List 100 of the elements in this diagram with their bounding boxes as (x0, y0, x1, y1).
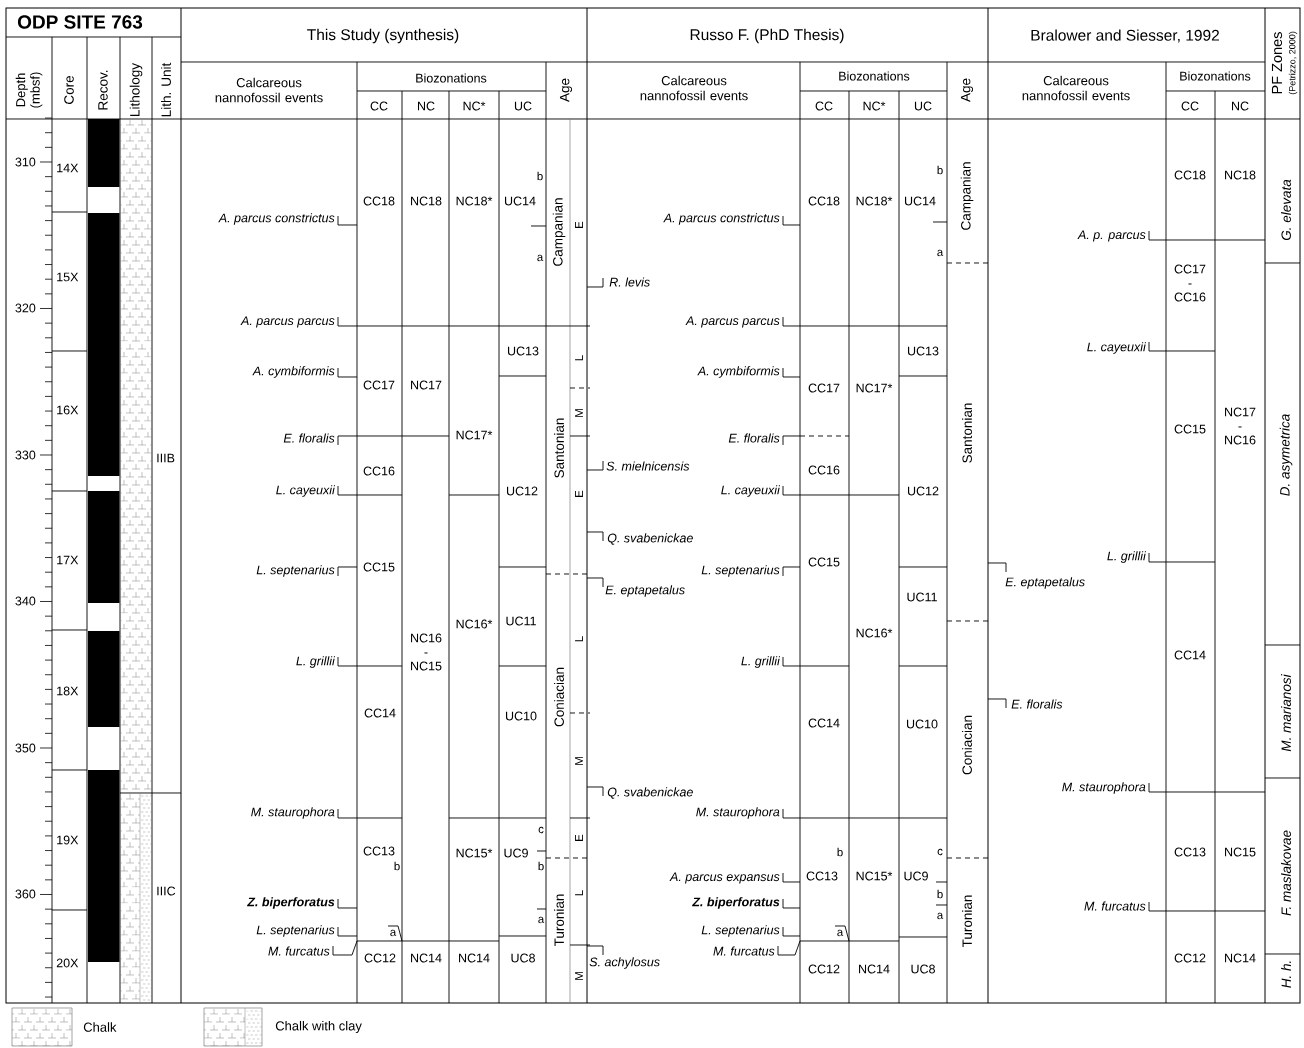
zone-label: CC17 - CC16 (1174, 264, 1206, 302)
event-name: Z. biperforatus (692, 897, 780, 909)
zone-label: CC18 (1174, 170, 1206, 180)
stage-label: Coniacian (554, 667, 564, 727)
column-header: Calcareous nannofossil events (640, 75, 748, 101)
core-label: 15X (57, 272, 79, 282)
column-header: NC (1232, 101, 1249, 111)
stage-label: Turonian (962, 895, 972, 948)
section-title: Bralower and Siesser, 1992 (1031, 29, 1219, 43)
zone-label: UC14 (505, 196, 536, 206)
column-header: Calcareous nannofossil events (1022, 75, 1130, 101)
event-name: A. p. parcus (1077, 230, 1146, 242)
event-name: A. parcus constrictus (663, 213, 780, 225)
zone-label: NC14 (411, 953, 442, 963)
column-header: CC (815, 101, 833, 111)
zone-label: UC10 (907, 719, 938, 729)
event-name: L. septenarius (256, 565, 335, 577)
stage-label: Santonian (554, 418, 564, 478)
event-name: E. floralis (1011, 699, 1063, 709)
core-label: 18X (57, 686, 79, 696)
zone-label: NC16 - NC15 (411, 633, 442, 671)
zone-label: NC18* (456, 196, 493, 206)
subzone-letter: a (837, 929, 844, 937)
stage-label: Santonian (962, 403, 972, 463)
event-name: L. cayeuxii (721, 485, 781, 497)
zone-label: CC13 (806, 871, 838, 881)
subzone-letter: c (937, 848, 943, 856)
zone-label: CC13 (363, 846, 395, 856)
zone-label: CC12 (364, 953, 396, 963)
depth-value: 350 (15, 743, 36, 753)
zone-label: NC17 - NC16 (1225, 407, 1256, 445)
zone-label: CC15 (808, 557, 840, 567)
subzone-letter: L (575, 890, 583, 896)
column-header: NC (418, 101, 435, 111)
event-name: A. cymbiformis (252, 366, 335, 378)
zone-label: CC15 (1174, 424, 1206, 434)
zone-label: UC12 (908, 486, 939, 496)
subzone-letter: M (575, 757, 583, 765)
column-header: CC (1181, 101, 1199, 111)
stage-label: Campanian (960, 162, 974, 230)
depth-value: 320 (15, 303, 36, 313)
zone-label: UC9 (904, 871, 928, 881)
column-header: NC* (463, 101, 486, 111)
event-name: E. floralis (728, 433, 780, 443)
site-title: ODP SITE 763 (17, 15, 143, 29)
event-name: A. parcus parcus (685, 316, 780, 328)
event-name: L. grillii (296, 656, 336, 668)
subzone-letter: a (538, 916, 545, 924)
event-name: L. grillii (741, 656, 781, 668)
zone-label: NC18 (411, 196, 442, 206)
column-header: Age (960, 78, 974, 102)
depth-value: 360 (15, 889, 36, 899)
subzone-letter: b (537, 171, 543, 181)
column-header: UC (514, 101, 532, 111)
event-name: L. septenarius (701, 565, 780, 577)
event-name: L. cayeuxii (1087, 342, 1147, 354)
subzone-letter: L (575, 355, 583, 361)
event-name: E. eptapetalus (605, 585, 685, 597)
event-name: M. staurophora (251, 807, 335, 819)
zone-label: NC18 (1225, 170, 1256, 180)
stage-label: Campanian (552, 198, 566, 266)
subzone-letter: a (537, 254, 544, 262)
column-header: CC (370, 101, 388, 111)
event-name: E. floralis (283, 433, 335, 443)
event-name: A. parcus parcus (240, 316, 335, 328)
column-header: NC* (863, 101, 886, 111)
zone-label: UC10 (506, 711, 537, 721)
legend-label: Chalk (83, 1022, 117, 1032)
event-name: Q. svabenickae (607, 533, 693, 545)
zone-label: UC8 (911, 964, 935, 974)
column-header: Depth (mbsf) (15, 72, 43, 108)
subzone-letter: c (538, 826, 544, 834)
pf-zone-label: M. marianosi (1281, 674, 1291, 752)
column-header: Biozonations (1180, 71, 1251, 81)
event-name: Q. svabenickae (607, 787, 693, 799)
subzone-letter: b (837, 847, 843, 857)
column-header: Biozonations (416, 73, 487, 83)
column-header: Lith. Unit (161, 62, 171, 117)
section-title: Russo F. (PhD Thesis) (690, 28, 844, 44)
core-label: 19X (57, 835, 79, 845)
zone-label: CC14 (1174, 650, 1206, 660)
event-name: S. achylosus (589, 957, 660, 969)
zone-label: CC16 (363, 466, 395, 476)
zone-label: NC18* (856, 196, 893, 206)
zone-label: NC17* (456, 430, 493, 440)
event-name: M. staurophora (696, 807, 780, 819)
column-header: Calcareous nannofossil events (215, 77, 323, 103)
event-name: L. cayeuxii (276, 485, 336, 497)
zone-label: CC17 (363, 380, 395, 390)
zone-label: NC17* (856, 383, 893, 393)
subzone-letter: E (575, 834, 583, 841)
core-label: 14X (57, 163, 79, 173)
event-name: A. parcus expansus (669, 872, 780, 884)
zone-label: UC14 (905, 196, 936, 206)
depth-value: 330 (15, 450, 36, 460)
core-label: 16X (57, 405, 79, 415)
depth-value: 310 (15, 157, 36, 167)
column-header: Recov. (98, 70, 108, 110)
event-name: M. furcatus (713, 946, 775, 956)
event-name: M. staurophora (1062, 782, 1146, 794)
